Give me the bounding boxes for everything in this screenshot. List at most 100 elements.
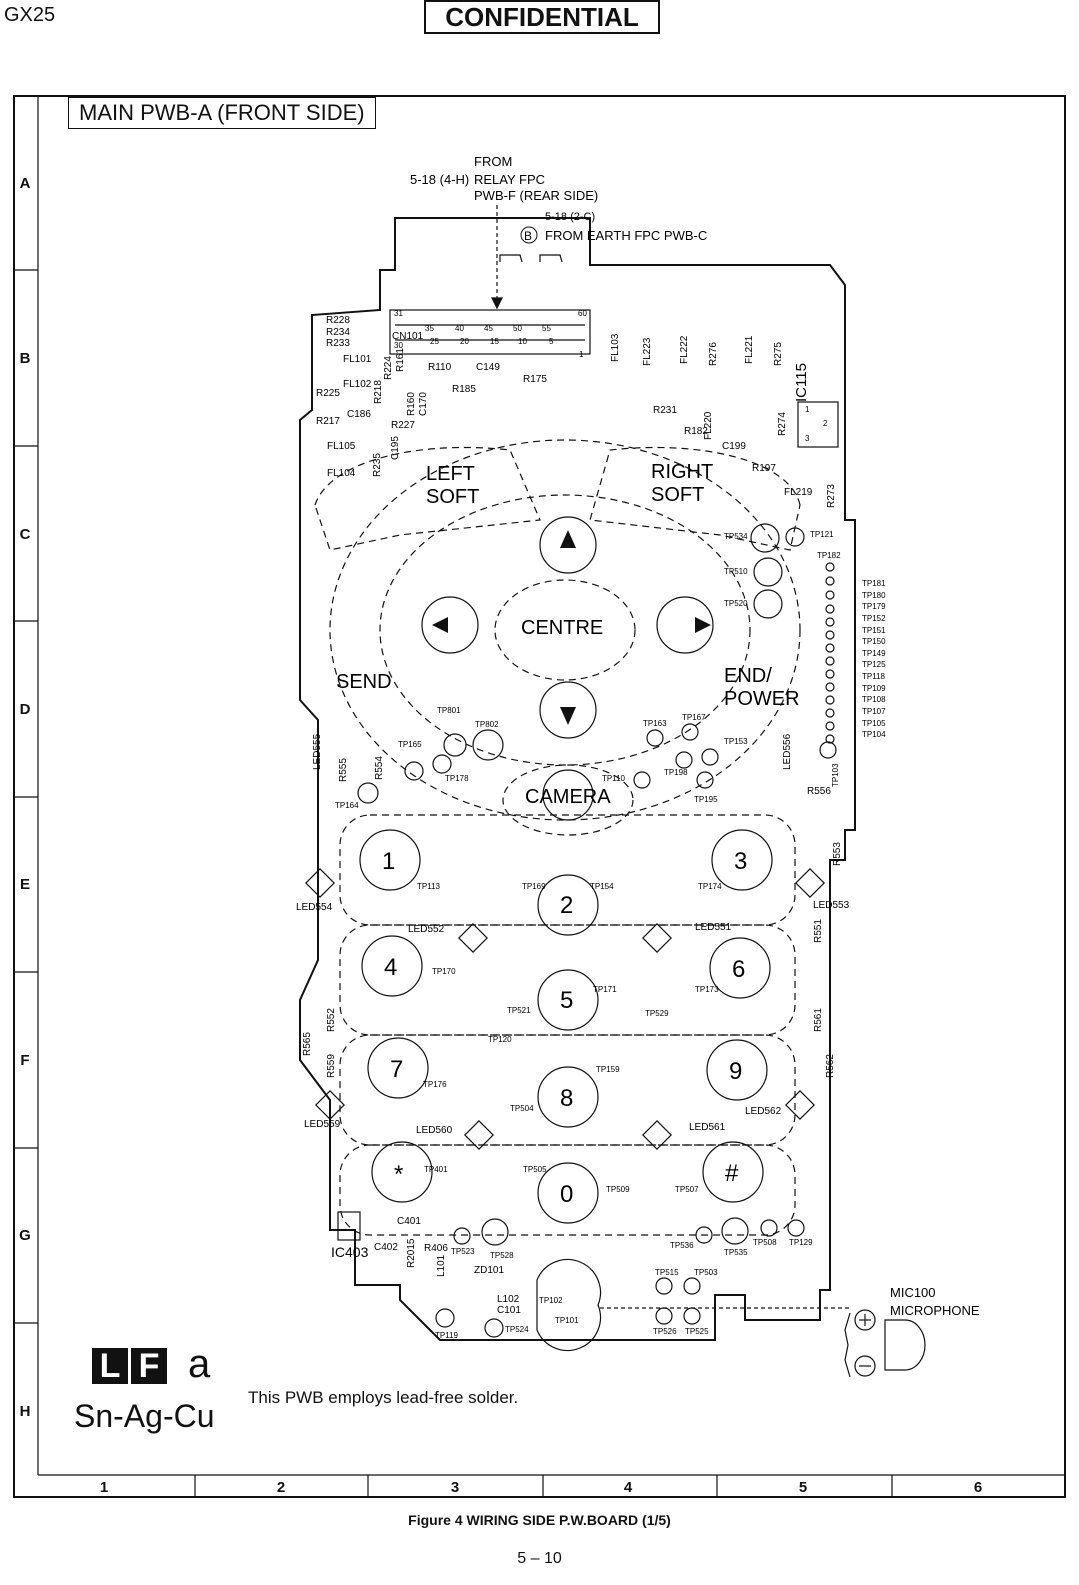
ic403-body xyxy=(337,1211,361,1241)
camera-key-outline xyxy=(502,764,634,836)
left-soft-outline xyxy=(314,446,541,551)
up-arrow-icon xyxy=(560,530,576,548)
col-label-3: 3 xyxy=(450,1479,460,1496)
key-8-label: 8 xyxy=(560,1085,573,1112)
svg-text:R231: R231 xyxy=(653,405,677,416)
earth-text: FROM EARTH FPC PWB-C xyxy=(545,228,707,243)
svg-text:TP528: TP528 xyxy=(490,1251,514,1260)
svg-text:TP107: TP107 xyxy=(862,707,886,716)
centre-label: CENTRE xyxy=(521,617,603,639)
key-0-pad xyxy=(537,1162,599,1224)
confidential-label: CONFIDENTIAL xyxy=(424,0,660,34)
svg-text:R225: R225 xyxy=(316,388,340,399)
left-arrow-icon xyxy=(432,617,448,633)
key-3-label: 3 xyxy=(734,848,747,875)
row-label-f: F xyxy=(20,1052,30,1069)
key-5-pad xyxy=(537,969,599,1031)
svg-text:R217: R217 xyxy=(316,416,340,427)
svg-text:TP149: TP149 xyxy=(862,649,886,658)
lead-free-badge-l: L xyxy=(92,1348,128,1384)
svg-text:C101: C101 xyxy=(497,1305,521,1316)
svg-text:FL219: FL219 xyxy=(784,487,813,498)
svg-text:TP159: TP159 xyxy=(596,1065,620,1074)
model-name: GX25 xyxy=(4,4,56,26)
right-soft-label-2: SOFT xyxy=(651,484,704,506)
svg-text:FL102: FL102 xyxy=(343,379,372,390)
svg-text:TP195: TP195 xyxy=(694,795,718,804)
svg-text:2: 2 xyxy=(823,419,828,428)
row4-outline xyxy=(339,1144,796,1236)
svg-text:15: 15 xyxy=(490,337,499,346)
down-key-pad xyxy=(539,681,597,739)
svg-text:55: 55 xyxy=(542,324,551,333)
svg-text:TP154: TP154 xyxy=(590,882,614,891)
svg-text:C195: C195 xyxy=(390,436,401,460)
svg-text:FL220: FL220 xyxy=(703,411,714,440)
svg-text:TP118: TP118 xyxy=(862,672,886,681)
row-label-b: B xyxy=(19,350,31,367)
svg-text:R561: R561 xyxy=(813,1008,824,1032)
svg-text:TP534: TP534 xyxy=(724,532,748,541)
svg-text:R185: R185 xyxy=(452,384,476,395)
svg-text:TP535: TP535 xyxy=(724,1248,748,1257)
svg-text:C170: C170 xyxy=(418,392,429,416)
svg-text:R161: R161 xyxy=(395,348,406,372)
col-label-6: 6 xyxy=(973,1479,983,1496)
svg-text:FL221: FL221 xyxy=(744,335,755,364)
svg-text:TP173: TP173 xyxy=(695,985,719,994)
svg-text:LED554: LED554 xyxy=(296,902,333,913)
svg-text:FL104: FL104 xyxy=(327,468,356,479)
left-key-pad xyxy=(421,596,479,654)
svg-text:R555: R555 xyxy=(338,758,349,782)
svg-text:FL222: FL222 xyxy=(679,335,690,364)
ic403-label: IC403 xyxy=(331,1244,369,1260)
svg-text:R197: R197 xyxy=(752,463,776,474)
camera-key-pad xyxy=(542,769,594,821)
svg-text:30: 30 xyxy=(394,341,403,350)
nav-ring-outer xyxy=(329,439,801,821)
svg-text:R182: R182 xyxy=(684,426,708,437)
lead-free-badge-f: F xyxy=(131,1348,167,1384)
key-2-pad xyxy=(537,874,599,936)
svg-text:TP505: TP505 xyxy=(523,1165,547,1174)
svg-text:R175: R175 xyxy=(523,374,547,385)
svg-text:TP176: TP176 xyxy=(423,1080,447,1089)
svg-text:TP508: TP508 xyxy=(753,1238,777,1247)
nav-ring-inner xyxy=(379,494,751,766)
cn101-connector xyxy=(389,309,591,355)
svg-text:TP504: TP504 xyxy=(510,1104,534,1113)
down-arrow-icon xyxy=(560,707,576,725)
key-6-pad xyxy=(709,937,771,999)
svg-text:R227: R227 xyxy=(391,420,415,431)
key-6-label: 6 xyxy=(732,956,745,983)
svg-text:TP198: TP198 xyxy=(664,768,688,777)
svg-text:TP801: TP801 xyxy=(437,706,461,715)
svg-text:R110: R110 xyxy=(428,362,452,373)
svg-text:TP170: TP170 xyxy=(432,967,456,976)
svg-text:R234: R234 xyxy=(326,327,350,338)
svg-text:TP523: TP523 xyxy=(451,1247,475,1256)
svg-text:10: 10 xyxy=(518,337,527,346)
key-star-label: * xyxy=(394,1161,403,1188)
board-outline xyxy=(299,217,856,1341)
board-title: MAIN PWB-A (FRONT SIDE) xyxy=(68,97,376,129)
key-star-pad xyxy=(371,1141,433,1203)
right-soft-label-1: RIGHT xyxy=(651,461,713,483)
svg-text:TP153: TP153 xyxy=(724,737,748,746)
figure-caption: Figure 4 WIRING SIDE P.W.BOARD (1/5) xyxy=(408,1512,671,1528)
svg-text:R275: R275 xyxy=(773,342,784,366)
svg-text:1: 1 xyxy=(805,405,810,414)
svg-text:C199: C199 xyxy=(722,441,746,452)
svg-text:C402: C402 xyxy=(374,1242,398,1253)
relay-line2: RELAY FPC xyxy=(474,172,545,187)
svg-text:TP102: TP102 xyxy=(539,1296,563,1305)
svg-text:20: 20 xyxy=(460,337,469,346)
svg-text:TP179: TP179 xyxy=(862,602,886,611)
svg-text:R565: R565 xyxy=(302,1032,313,1056)
svg-text:L102: L102 xyxy=(497,1294,520,1305)
key-9-label: 9 xyxy=(729,1058,742,1085)
svg-text:R276: R276 xyxy=(708,342,719,366)
row-label-d: D xyxy=(19,701,31,718)
svg-text:60: 60 xyxy=(578,309,587,318)
